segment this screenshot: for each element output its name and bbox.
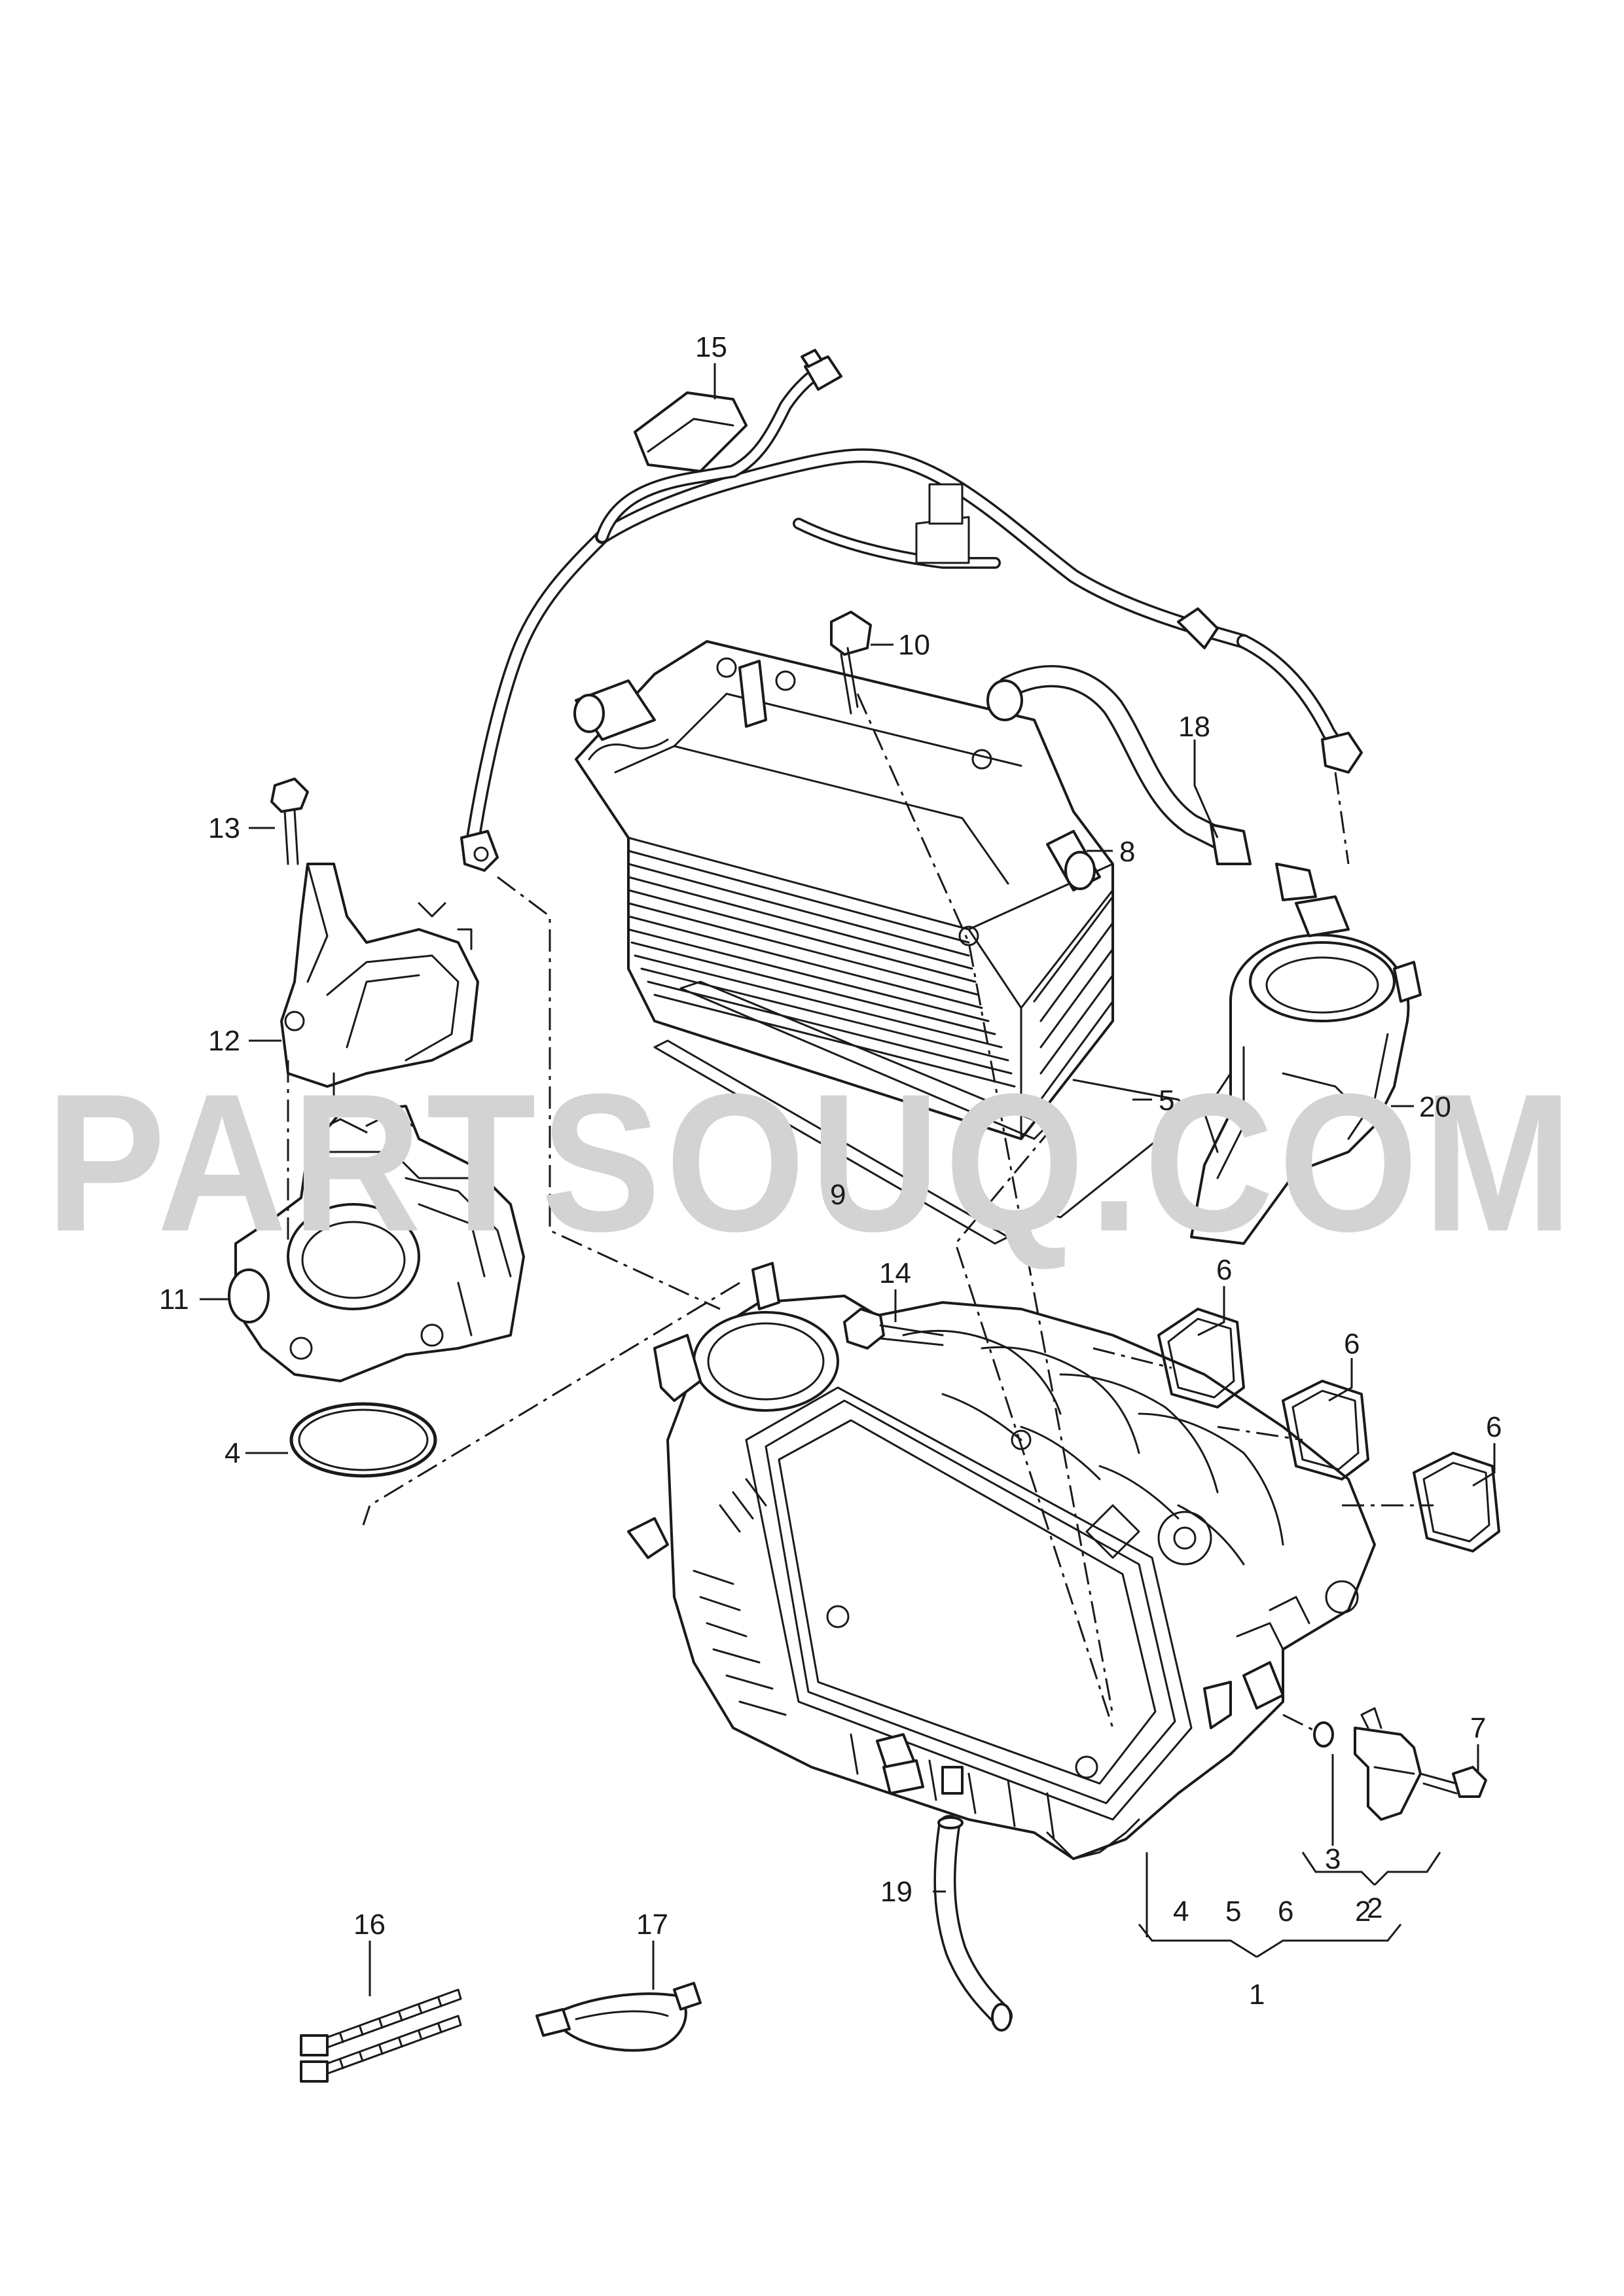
callout-18: 18	[1178, 711, 1210, 743]
bolt-13	[270, 778, 309, 865]
callout-2-bracket: 2	[1367, 1892, 1382, 1924]
callout-10: 10	[898, 629, 930, 661]
callout-6-first: 6	[1216, 1254, 1232, 1286]
wiring-harness	[460, 349, 1363, 872]
leader-lines	[200, 363, 1496, 1996]
callout-19: 19	[880, 1876, 912, 1908]
hose-18	[986, 665, 1317, 901]
pressure-sensor	[1313, 1707, 1487, 1821]
callout-6-third: 6	[1486, 1411, 1502, 1443]
callout-13: 13	[208, 812, 240, 844]
callout-20: 20	[1419, 1091, 1451, 1123]
throttle-adapter	[280, 863, 479, 1107]
callout-numbers: 15 10 18 8 13 12 5 20 9 11 14 6 6 6 4 7 …	[159, 331, 1502, 2011]
callout-17: 17	[636, 1909, 668, 1941]
callout-4-kit: 4	[1173, 1895, 1189, 1928]
boost-pipe	[1190, 895, 1422, 1245]
callout-6-second: 6	[1344, 1328, 1360, 1360]
callout-5-gasket: 5	[1159, 1085, 1174, 1117]
intercooler-gaskets	[653, 980, 1193, 1245]
callout-6-kit: 6	[1278, 1895, 1293, 1928]
manifold-flange-gaskets	[1157, 1308, 1500, 1552]
bolt-10	[830, 611, 872, 715]
watermark: PARTSOUQ.COM	[46, 1052, 1578, 1272]
bolt-14	[843, 1308, 944, 1350]
hose-19	[933, 1766, 1013, 2032]
intake-manifold	[627, 1262, 1376, 1860]
hose-clamp	[535, 1982, 702, 2052]
callout-7: 7	[1470, 1712, 1486, 1744]
assembly-lines	[287, 693, 1434, 1732]
callout-2-kit: 2	[1355, 1895, 1371, 1928]
callout-9: 9	[830, 1179, 846, 1211]
callout-15: 15	[695, 331, 727, 363]
callout-11: 11	[159, 1283, 189, 1316]
callout-12: 12	[208, 1025, 240, 1057]
cable-ties	[300, 1988, 462, 2083]
callout-8: 8	[1119, 836, 1135, 868]
callout-5-kit: 5	[1225, 1895, 1241, 1928]
callout-4-gasket: 4	[225, 1437, 240, 1469]
callout-3: 3	[1325, 1843, 1341, 1875]
intercooler	[573, 640, 1114, 1140]
throttle-body	[228, 1105, 525, 1382]
callout-14: 14	[879, 1257, 911, 1289]
throttle-gasket	[289, 1402, 437, 1478]
callout-1: 1	[1249, 1979, 1265, 2011]
callout-16: 16	[353, 1909, 386, 1941]
